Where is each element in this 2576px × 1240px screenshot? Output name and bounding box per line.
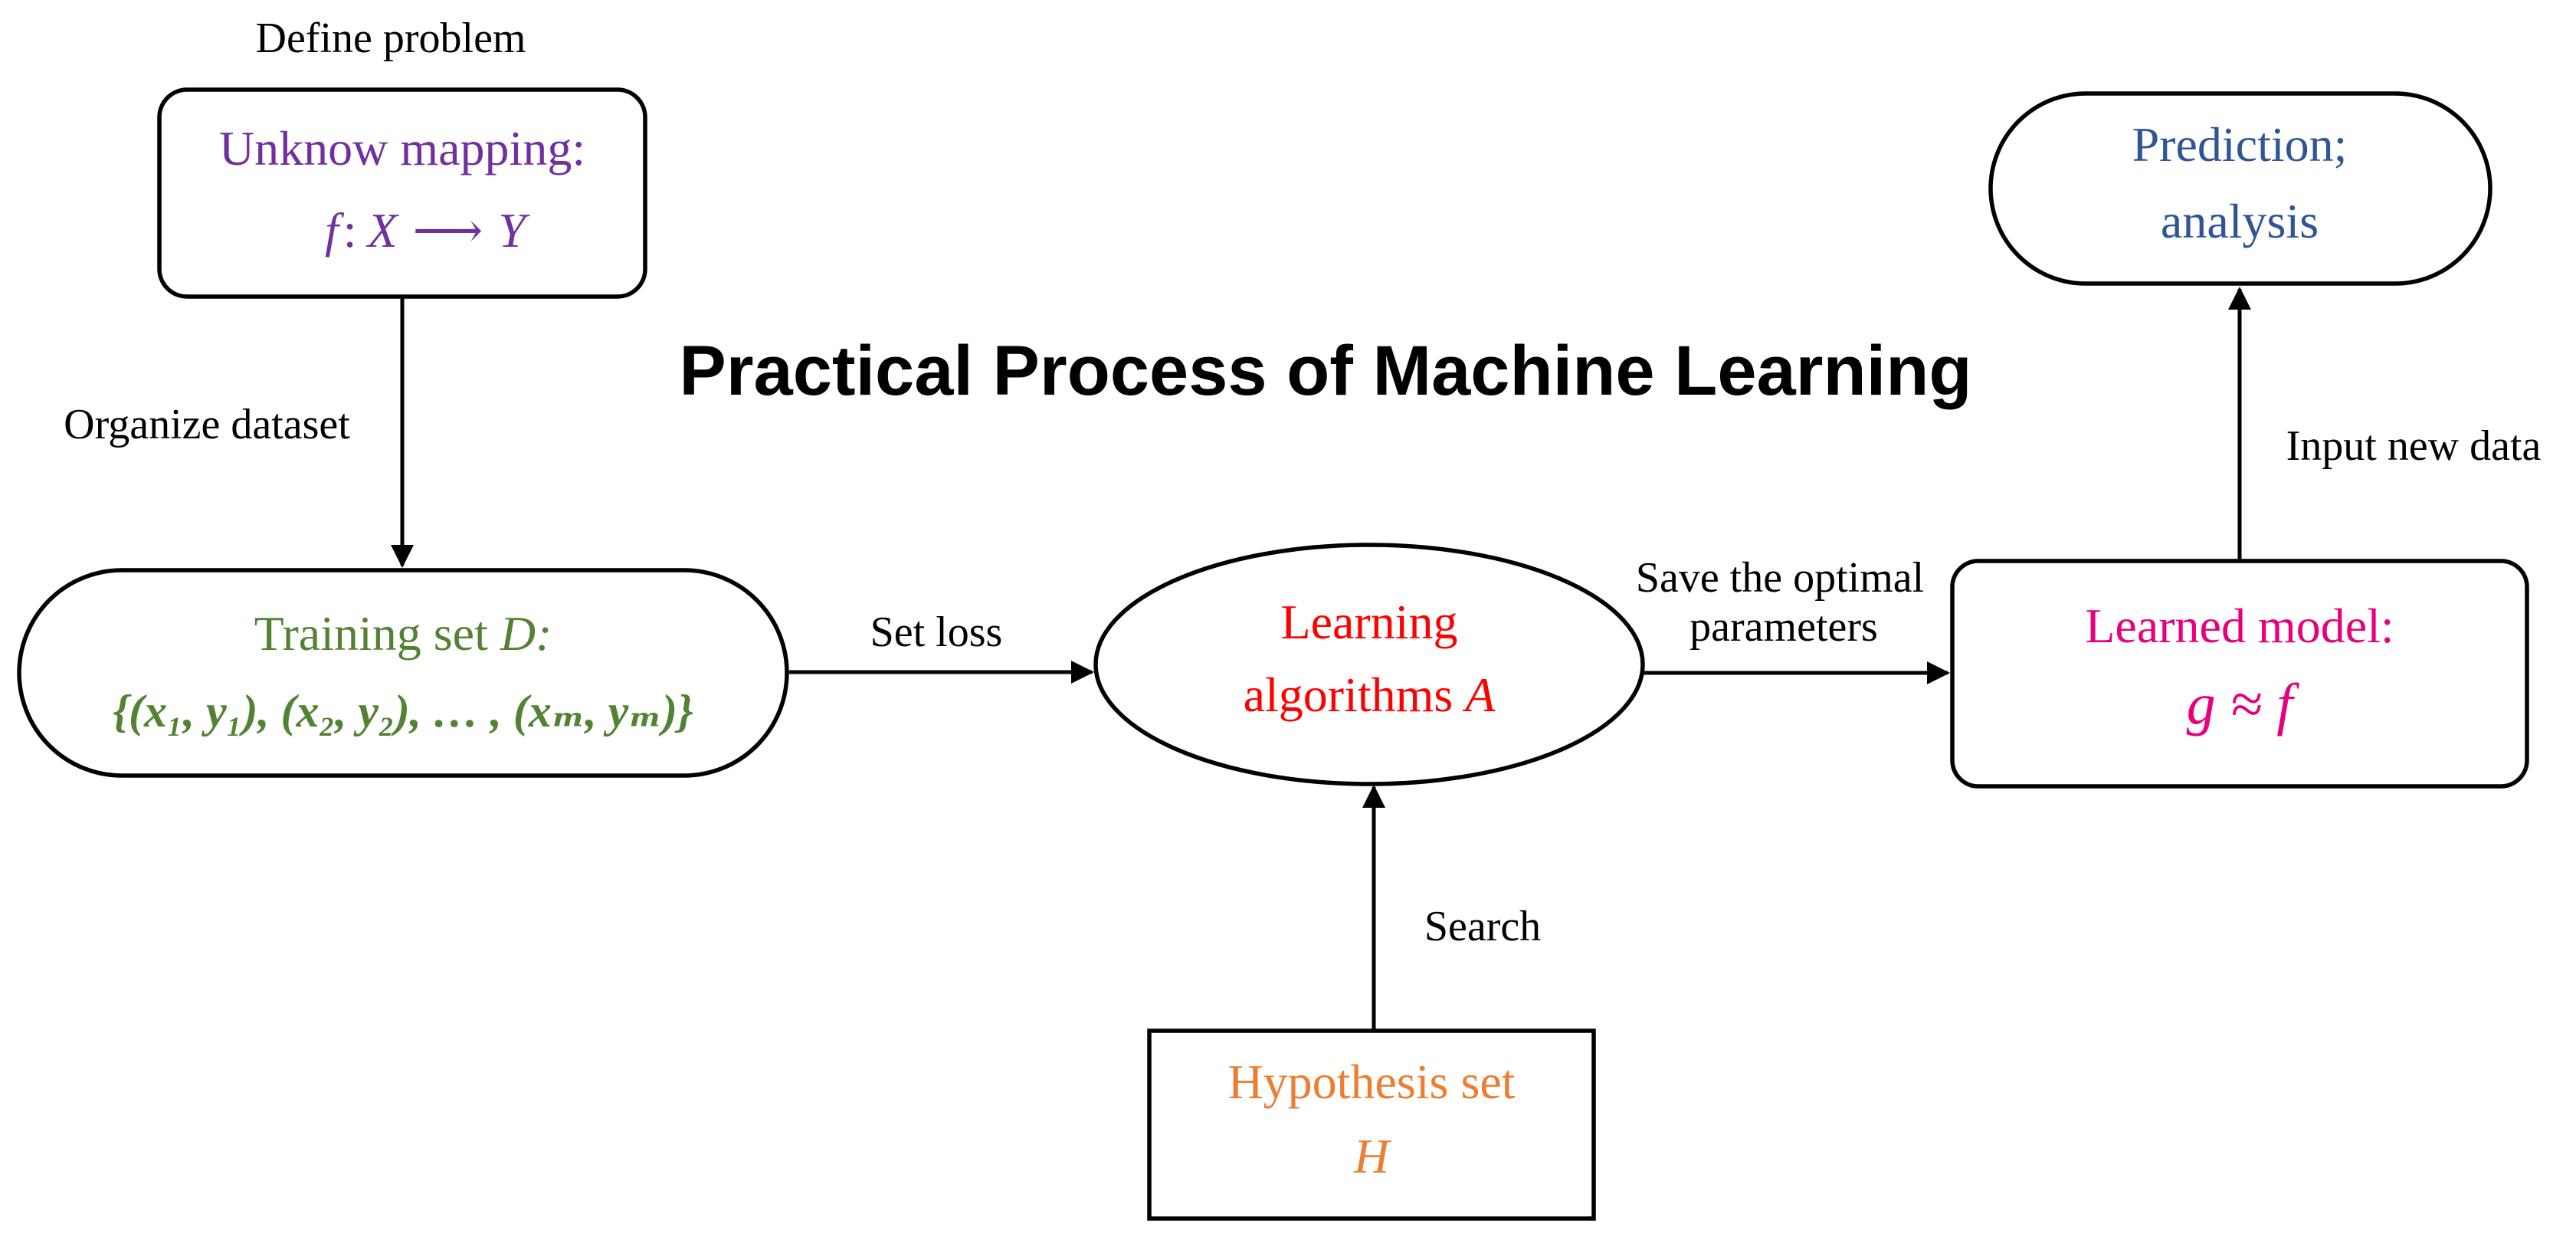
training-set-formula: {(x₁, y₁), (x₂, y₂), … , (xₘ, yₘ)}: [113, 686, 693, 736]
learning-algorithms-line2: algorithms A: [1244, 668, 1496, 722]
prediction-node: Prediction; analysis: [1988, 91, 2492, 286]
save-parameters-label-line1: Save the optimal: [1636, 554, 1924, 602]
unknown-mapping-title: Unknow mapping:: [219, 121, 585, 176]
organize-dataset-label: Organize dataset: [64, 401, 350, 448]
diagram-title: Practical Process of Machine Learning: [679, 332, 1971, 410]
learned-model-node: Learned model: g ≈ f: [1950, 559, 2529, 789]
hypothesis-set-symbol: H: [1353, 1129, 1392, 1183]
learning-algorithms-line1: Learning: [1281, 595, 1458, 649]
prediction-line1: Prediction;: [2132, 117, 2348, 172]
prediction-line2: analysis: [2161, 194, 2319, 248]
search-label: Search: [1424, 903, 1541, 950]
input-new-data-label: Input new data: [2286, 422, 2542, 470]
save-parameters-label-line2: parameters: [1689, 603, 1878, 651]
learned-model-formula: g ≈ f: [2187, 672, 2300, 736]
hypothesis-set-node: Hypothesis set H: [1147, 1028, 1596, 1221]
unknown-mapping-node: Unknow mapping: f:X⟶Y: [157, 87, 647, 299]
learned-model-title: Learned model:: [2085, 599, 2394, 653]
unknown-mapping-formula: f:X⟶Y: [325, 203, 530, 258]
training-set-node: Training set D: {(x₁, y₁), (x₂, y₂), … ,…: [17, 568, 789, 778]
hypothesis-set-title: Hypothesis set: [1227, 1055, 1515, 1109]
training-set-title: Training set D:: [254, 606, 552, 661]
learning-algorithms-node: Learning algorithms A: [1093, 543, 1645, 786]
set-loss-label: Set loss: [870, 609, 1003, 656]
define-problem-label: Define problem: [256, 15, 526, 62]
